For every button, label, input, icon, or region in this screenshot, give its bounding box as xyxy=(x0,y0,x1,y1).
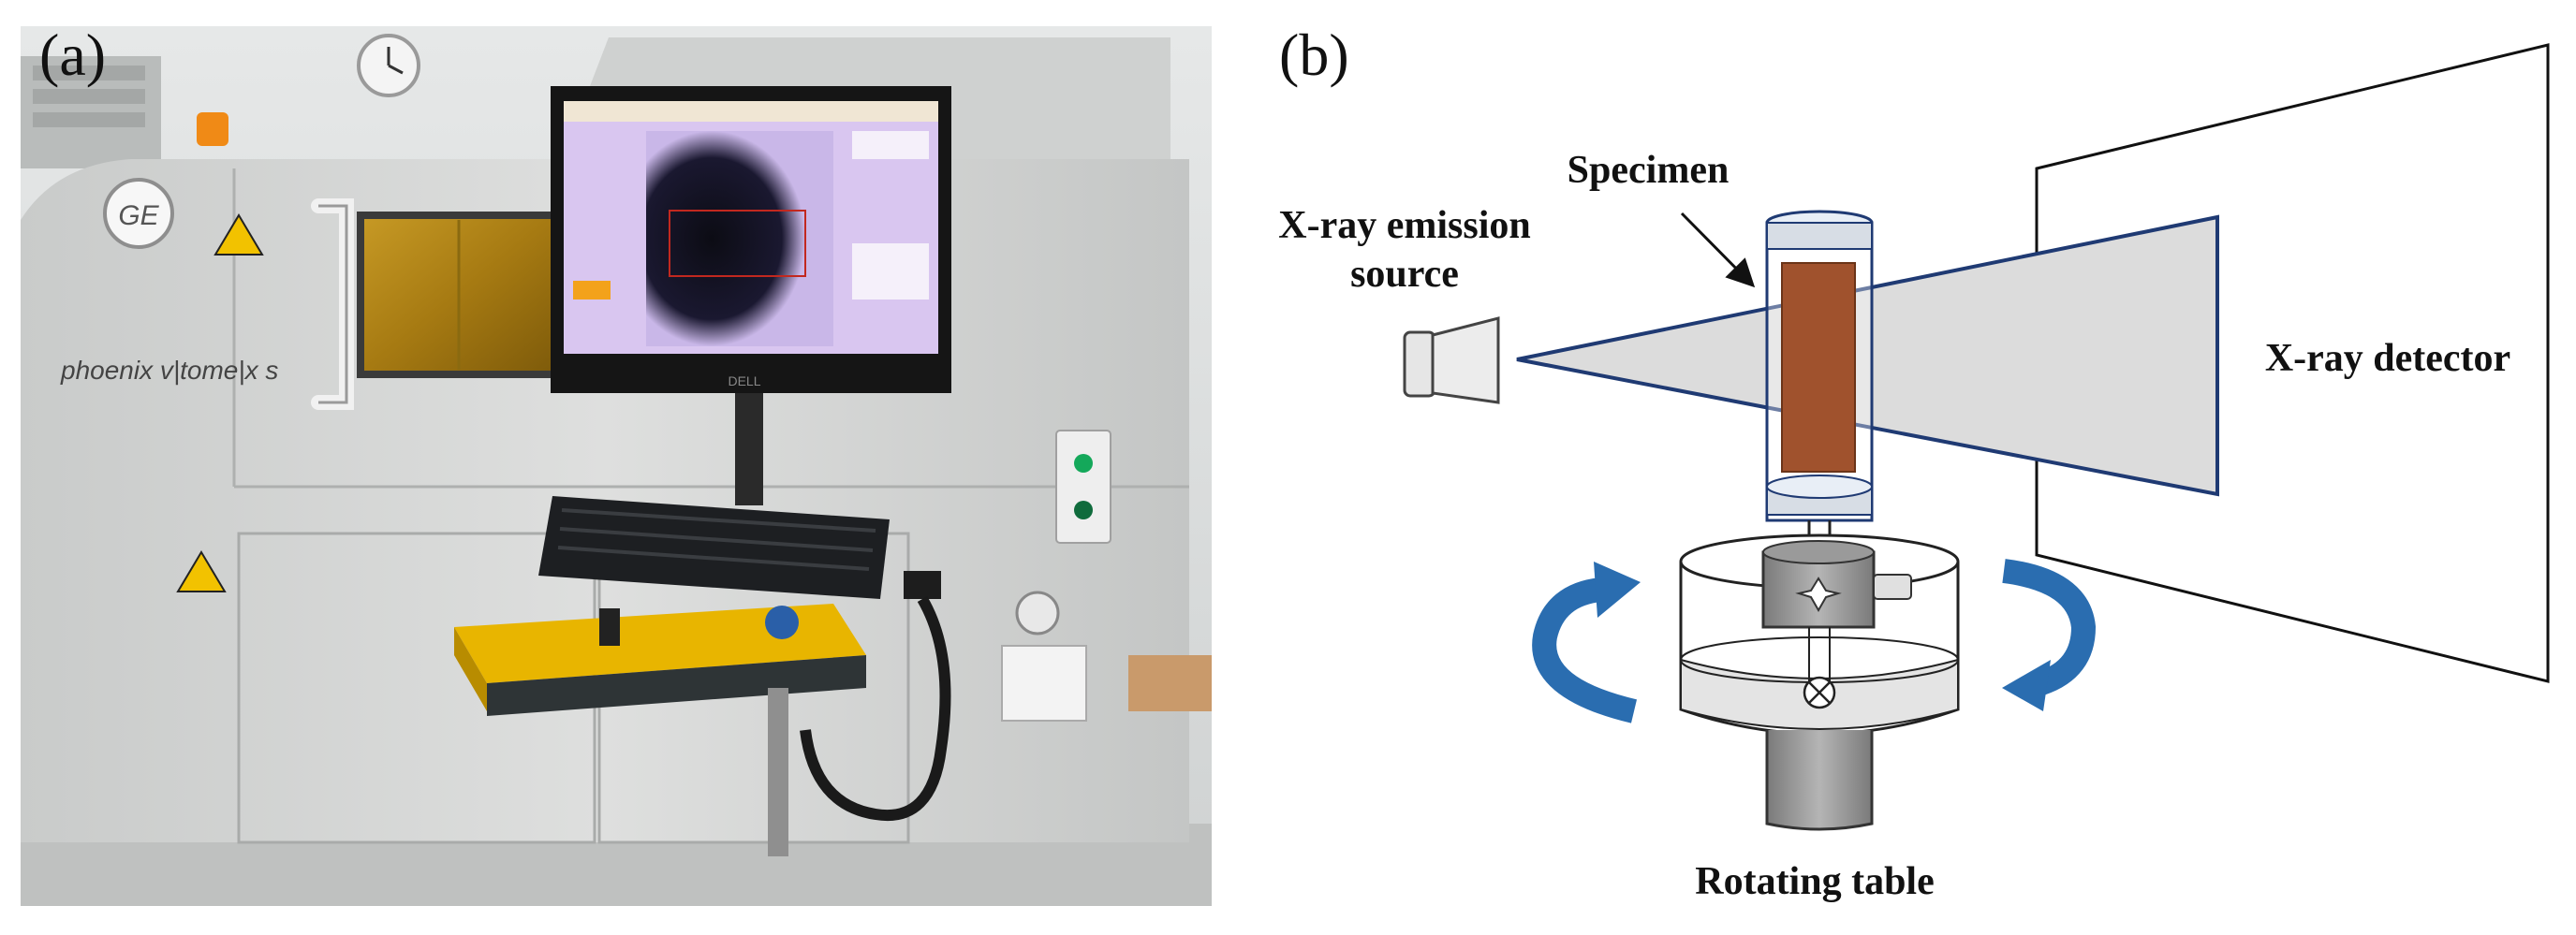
monitor-stand xyxy=(735,393,763,505)
info-label xyxy=(1001,645,1087,722)
ge-logo-icon xyxy=(103,178,174,249)
rotating-table-label: Rotating table xyxy=(1695,860,1935,903)
key-switch-icon xyxy=(1015,591,1060,636)
xray-image-preview xyxy=(646,131,833,346)
trackball-icon xyxy=(765,606,799,639)
xray-source-cap xyxy=(1403,330,1436,398)
cable xyxy=(800,595,951,822)
rotation-arrow-right-icon xyxy=(2002,559,2097,695)
panel-b-diagram xyxy=(1403,43,2550,831)
cable-port xyxy=(904,571,941,599)
xray-source-body xyxy=(1431,316,1500,404)
base-post xyxy=(1765,730,1874,831)
svg-text:GE: GE xyxy=(118,200,159,231)
panel-a-letter: (a) xyxy=(39,22,106,88)
radiation-warning-icon xyxy=(176,550,227,592)
specimen-label: Specimen xyxy=(1568,149,1730,192)
keyboard xyxy=(538,496,890,599)
rotation-arrow-left-icon xyxy=(1532,577,1638,723)
warning-beacon-icon xyxy=(197,112,228,146)
panel-a-photo: GE phoenix v|tome|x s DELL xyxy=(21,26,1212,906)
radiation-warning-icon xyxy=(213,213,264,256)
indicator-panel xyxy=(1055,430,1111,544)
monitor-brand: DELL xyxy=(728,373,760,388)
specimen xyxy=(1781,262,1856,473)
side-connector xyxy=(1873,574,1912,600)
side-bench xyxy=(1128,655,1212,711)
status-light-icon xyxy=(1074,454,1093,473)
yellow-console xyxy=(454,604,866,683)
detector-label: X-ray detector xyxy=(2265,337,2510,380)
coupling-icon xyxy=(1795,577,1842,613)
xray-beam-cone xyxy=(1516,214,2219,497)
status-light-icon xyxy=(1074,501,1093,519)
console-stand xyxy=(768,688,788,856)
specimen-pointer xyxy=(1680,212,1756,288)
source-label-line1: X-ray emission xyxy=(1278,204,1530,247)
panel-b-letter: (b) xyxy=(1279,22,1349,88)
machine-brand-text: phoenix v|tome|x s xyxy=(60,356,278,385)
source-label-line2: source xyxy=(1350,253,1459,296)
